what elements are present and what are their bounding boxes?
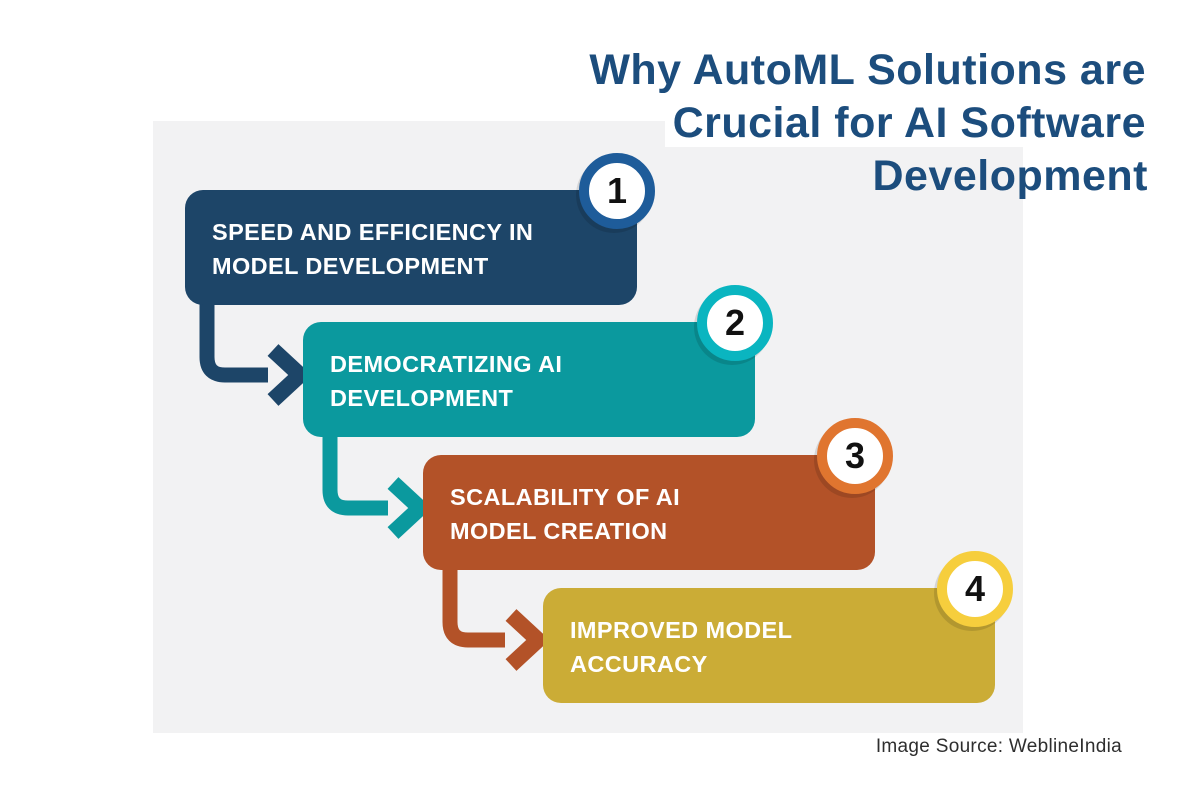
connector-arrow-3-icon bbox=[442, 562, 550, 671]
step-3-label: SCALABILITY OF AI MODEL CREATION bbox=[450, 484, 681, 544]
step-1-speed-and-efficiency: 1 SPEED AND EFFICIENCY IN MODEL DEVELOPM… bbox=[185, 153, 655, 305]
step-4-improved-accuracy: 4 IMPROVED MODEL ACCURACY bbox=[543, 551, 1013, 703]
step-1-number-badge: 1 bbox=[579, 153, 655, 229]
title-line-3: Development bbox=[872, 152, 1148, 200]
connector-arrow-2-icon bbox=[322, 429, 432, 539]
step-4-label: IMPROVED MODEL ACCURACY bbox=[570, 617, 793, 677]
step-2-label: DEMOCRATIZING AI DEVELOPMENT bbox=[330, 351, 563, 411]
title-line-1: Why AutoML Solutions are bbox=[581, 44, 1148, 97]
step-2-number-badge: 2 bbox=[697, 285, 773, 361]
step-1-number: 1 bbox=[606, 170, 628, 211]
step-2-democratizing-ai: 2 DEMOCRATIZING AI DEVELOPMENT bbox=[303, 285, 773, 437]
title-line-2: Crucial for AI Software bbox=[581, 97, 1148, 150]
image-source-credit: Image Source: WeblineIndia bbox=[875, 736, 1122, 757]
step-3-scalability: 3 SCALABILITY OF AI MODEL CREATION bbox=[423, 418, 893, 570]
step-3-number: 3 bbox=[844, 435, 866, 476]
step-1-label: SPEED AND EFFICIENCY IN MODEL DEVELOPMEN… bbox=[212, 219, 534, 279]
connector-arrow-1-icon bbox=[199, 296, 312, 406]
step-3-number-badge: 3 bbox=[817, 418, 893, 494]
step-2-number: 2 bbox=[724, 302, 746, 343]
step-4-number: 4 bbox=[964, 568, 986, 609]
page-title: Why AutoML Solutions are Crucial for AI … bbox=[581, 44, 1148, 203]
step-4-number-badge: 4 bbox=[937, 551, 1013, 627]
